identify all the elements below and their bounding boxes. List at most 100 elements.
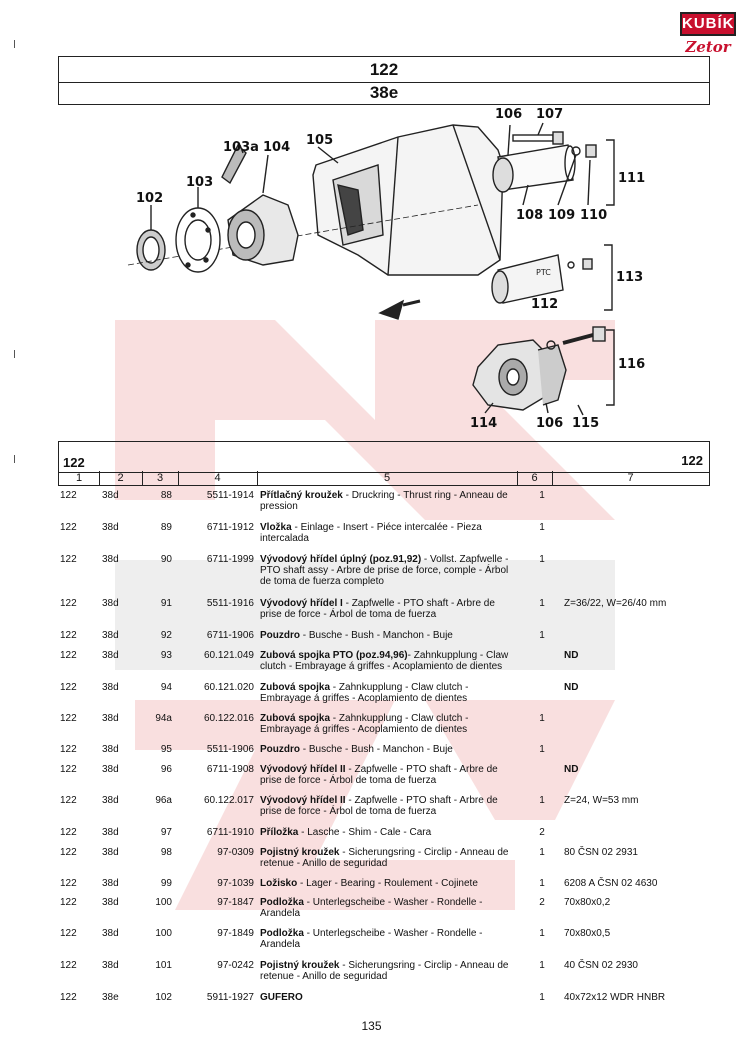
callout-105: 105 [306,133,334,148]
part-name: Pouzdro [260,744,300,755]
cell-section: 122 [60,764,77,775]
part-name: Pouzdro [260,630,300,641]
cell-figure: 38d [102,795,119,806]
part-translations: - Sicherungsring - Circlip - Anneau de r… [260,847,509,869]
cell-description: Zubová spojka PTO (poz.94,96)- Zahnkuppl… [260,650,515,672]
callout-113: 113 [616,270,644,285]
part-translations: - Lasche - Shim - Cale - Cara [298,827,432,838]
part-name: Pojistný kroužek [260,960,340,971]
cell-part-number: 60.122.016 [203,713,254,724]
cell-position: 99 [160,878,172,889]
part-translations: - Zahnkupplung - Claw clutch - Embrayage… [260,713,469,735]
cell-note: ND [564,650,579,661]
cell-quantity: 1 [539,960,545,971]
cell-note: Z=36/22, W=26/40 mm [564,598,667,609]
logo-kubik-text: KUBÍK [680,12,736,36]
column-header: 4 [178,471,258,485]
cell-part-number: 6711-1999 [206,554,254,565]
cell-section: 122 [60,713,77,724]
section-number-right: 122 [681,453,703,468]
cell-figure: 38d [102,630,119,641]
part-translations: - Zapfwelle - PTO shaft - Arbre de prise… [260,598,495,620]
cell-section: 122 [60,847,77,858]
cell-note: 70x80x0,2 [564,897,611,908]
cell-section: 122 [60,650,77,661]
cell-description: Zubová spojka - Zahnkupplung - Claw clut… [260,713,515,735]
cell-note: 80 ČSN 02 2931 [564,847,638,858]
cell-note: 40 ČSN 02 2930 [564,960,638,971]
callout-106: 106 [495,107,523,122]
cell-section: 122 [60,744,77,755]
edge-mark [14,455,15,463]
kubik-zetor-logo: KUBÍK Zetor [680,12,736,64]
cell-quantity: 1 [539,490,545,501]
cell-figure: 38d [102,928,119,939]
cell-part-number: 60.122.017 [203,795,254,806]
cell-description: Ložisko - Lager - Bearing - Roulement - … [260,878,515,889]
part-translations: - Unterlegscheibe - Washer - Rondelle - … [260,928,483,950]
part-translations: - Busche - Bush - Manchon - Buje [300,744,453,755]
cell-section: 122 [60,795,77,806]
callout-114: 114 [470,416,498,431]
column-header: 7 [627,472,634,484]
cell-part-number: 97-1849 [217,928,254,939]
cell-section: 122 [60,630,77,641]
cell-figure: 38d [102,522,119,533]
part-translations: - Einlage - Insert - Piéce intercalée - … [260,522,482,544]
part-translations: - Zapfwelle - PTO shaft - Arbre de prise… [260,764,498,786]
cell-note: 40x72x12 WDR HNBR [564,992,666,1003]
callout-107: 107 [536,107,564,122]
page-number: 135 [361,1019,382,1033]
callout-102: 102 [136,191,164,206]
cell-figure: 38d [102,878,119,889]
column-header: 6 [517,471,553,485]
table-section-row: 122 122 [58,441,710,473]
cell-position: 98 [160,847,172,858]
cell-position: 94a [155,713,172,724]
cell-description: Pojistný kroužek - Sicherungsring - Circ… [260,847,515,869]
cell-part-number: 60.121.020 [203,682,254,693]
cell-position: 102 [155,992,172,1003]
cell-position: 100 [155,897,172,908]
cell-quantity: 1 [539,713,545,724]
part-name: Vložka [260,522,292,533]
part-name: GUFERO [260,992,303,1003]
cell-figure: 38d [102,827,119,838]
ptc-label: PTC [536,268,551,277]
cell-description: Vývodový hřídel II - Zapfwelle - PTO sha… [260,795,515,817]
part-name: Vývodový hřídel I [260,598,343,609]
cell-quantity: 1 [539,630,545,641]
cell-section: 122 [60,522,77,533]
cell-quantity: 1 [539,847,545,858]
cell-part-number: 60.121.049 [203,650,254,661]
callout-112: 112 [531,297,559,312]
part-name: Pojistný kroužek [260,847,340,858]
part-name: Vývodový hřídel II [260,764,346,775]
cell-quantity: 1 [539,744,545,755]
cell-figure: 38d [102,490,119,501]
cell-note: Z=24, W=53 mm [564,795,639,806]
cell-quantity: 1 [539,928,545,939]
cell-position: 90 [160,554,172,565]
cell-quantity: 1 [539,522,545,533]
cell-section: 122 [60,960,77,971]
cell-position: 97 [160,827,172,838]
part-translations: - Zahnkupplung - Claw clutch - Embrayage… [260,682,469,704]
cell-note: 6208 A ČSN 02 4630 [564,878,658,889]
part-name: Zubová spojka PTO (poz.94,96) [260,650,408,661]
cell-part-number: 97-0242 [217,960,254,971]
cell-part-number: 97-1039 [217,878,254,889]
cell-description: Pouzdro - Busche - Bush - Manchon - Buje [260,630,515,641]
cell-figure: 38d [102,847,119,858]
cell-position: 96a [155,795,172,806]
cell-position: 94 [160,682,172,693]
part-name: Podložka [260,897,304,908]
part-name: Zubová spojka [260,682,331,693]
cell-description: GUFERO [260,992,515,1003]
part-name: Zubová spojka [260,713,331,724]
part-translations: - Busche - Bush - Manchon - Buje [300,630,453,641]
cell-part-number: 5511-1914 [206,490,254,501]
cell-figure: 38d [102,960,119,971]
figure-header: 38e [58,81,710,105]
cell-figure: 38d [102,598,119,609]
